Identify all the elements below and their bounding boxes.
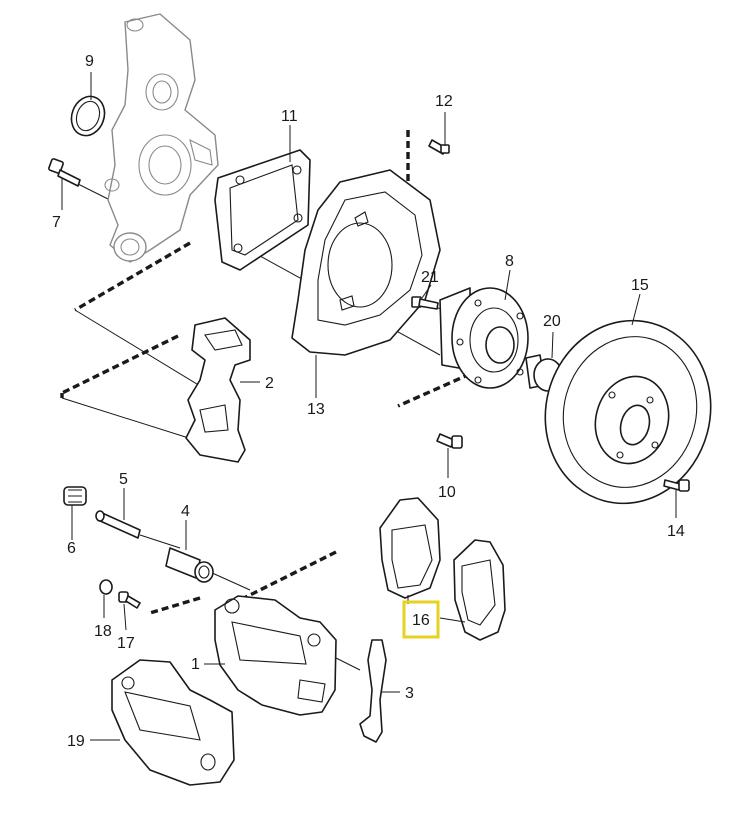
part-16-brake-pads bbox=[379, 497, 506, 641]
callout-leaders bbox=[61, 72, 677, 741]
part-4-bushing bbox=[165, 547, 214, 583]
part-9-o-ring bbox=[70, 95, 106, 137]
callout-5[interactable]: 5 bbox=[119, 471, 128, 488]
callout-15[interactable]: 15 bbox=[631, 277, 649, 294]
callout-1[interactable]: 1 bbox=[191, 656, 200, 673]
callout-14[interactable]: 14 bbox=[667, 523, 685, 540]
part-6-boot bbox=[63, 486, 87, 506]
steering-knuckle bbox=[104, 13, 219, 263]
callout-13[interactable]: 13 bbox=[307, 401, 325, 418]
part-7-bolt bbox=[48, 158, 81, 187]
part-8-wheel-hub bbox=[439, 287, 529, 389]
part-14-bolt bbox=[663, 479, 690, 492]
callout-10[interactable]: 10 bbox=[438, 484, 456, 501]
assembly-dashed-lines bbox=[60, 130, 471, 615]
callout-3[interactable]: 3 bbox=[405, 685, 414, 702]
callout-19[interactable]: 19 bbox=[67, 733, 85, 750]
callout-labels: 9 7 11 12 21 8 20 15 2 13 10 14 5 6 4 18… bbox=[52, 53, 685, 750]
highlight-box-part-16 bbox=[402, 600, 440, 639]
part-2-caliper-carrier bbox=[185, 317, 251, 463]
part-11-mounting-plate bbox=[214, 149, 311, 271]
callout-9[interactable]: 9 bbox=[85, 53, 94, 70]
callout-17[interactable]: 17 bbox=[117, 635, 135, 652]
part-5-guide-pin bbox=[95, 510, 141, 539]
part-21-bolt bbox=[411, 296, 439, 310]
callout-16[interactable]: 16 bbox=[412, 612, 430, 629]
part-13-splash-shield bbox=[291, 169, 441, 356]
part-10-bolt bbox=[436, 433, 463, 449]
callout-8[interactable]: 8 bbox=[505, 253, 514, 270]
part-19-caliper-housing bbox=[111, 659, 235, 786]
part-17-bleeder bbox=[118, 591, 141, 609]
callout-18[interactable]: 18 bbox=[94, 623, 112, 640]
callout-4[interactable]: 4 bbox=[181, 503, 190, 520]
callout-21[interactable]: 21 bbox=[421, 269, 439, 286]
part-15-brake-disc bbox=[544, 319, 712, 505]
callout-7[interactable]: 7 bbox=[52, 214, 61, 231]
part-12-small-bolt bbox=[428, 139, 450, 155]
part-1-caliper bbox=[214, 595, 337, 716]
callout-12[interactable]: 12 bbox=[435, 93, 453, 110]
callout-11[interactable]: 11 bbox=[281, 108, 298, 125]
callout-2[interactable]: 2 bbox=[265, 375, 274, 392]
part-3-spring-clip bbox=[359, 639, 387, 743]
callout-20[interactable]: 20 bbox=[543, 313, 561, 330]
part-18-cap bbox=[99, 579, 113, 595]
callout-6[interactable]: 6 bbox=[67, 540, 76, 557]
